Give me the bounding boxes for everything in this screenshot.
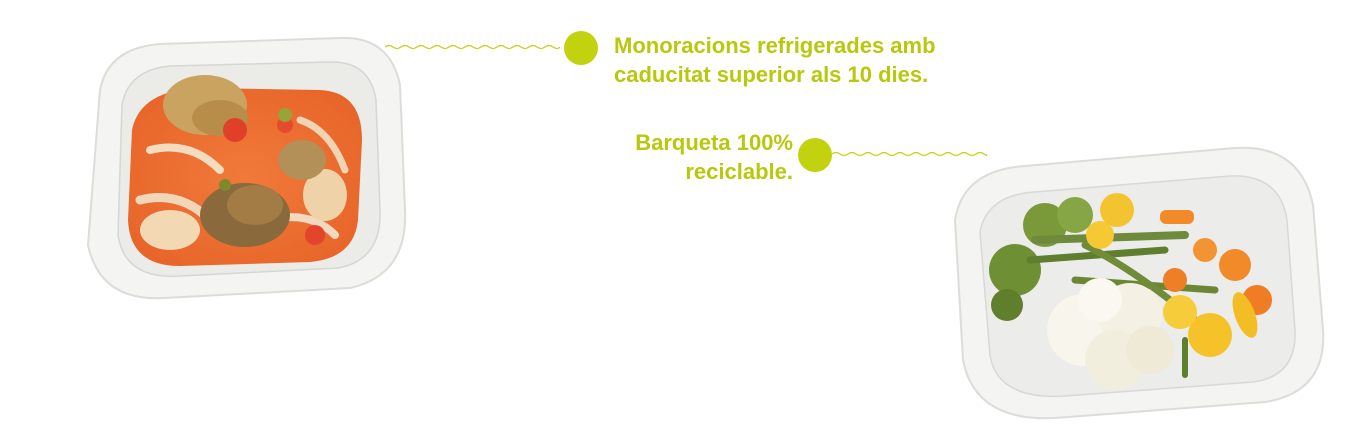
feature-2-line-1: Barqueta 100%: [635, 130, 793, 155]
feature-2-line-2: reciclable.: [685, 159, 793, 184]
feature-recyclable-tray: Barqueta 100% reciclable.: [600, 128, 793, 186]
feature-1-bullet: [564, 31, 598, 65]
feature-2-connector: [832, 151, 987, 157]
steamed-vegetables-tray-image: [935, 140, 1330, 420]
feature-refrigerated-portions: Monoracions refrigerades amb caducitat s…: [614, 31, 1034, 89]
feature-1-line-1: Monoracions refrigerades amb: [614, 33, 936, 58]
feature-1-connector: [385, 44, 560, 50]
feature-2-bullet: [798, 138, 832, 172]
chicken-stew-tray-image: [70, 30, 415, 305]
feature-1-line-2: caducitat superior als 10 dies.: [614, 62, 929, 87]
